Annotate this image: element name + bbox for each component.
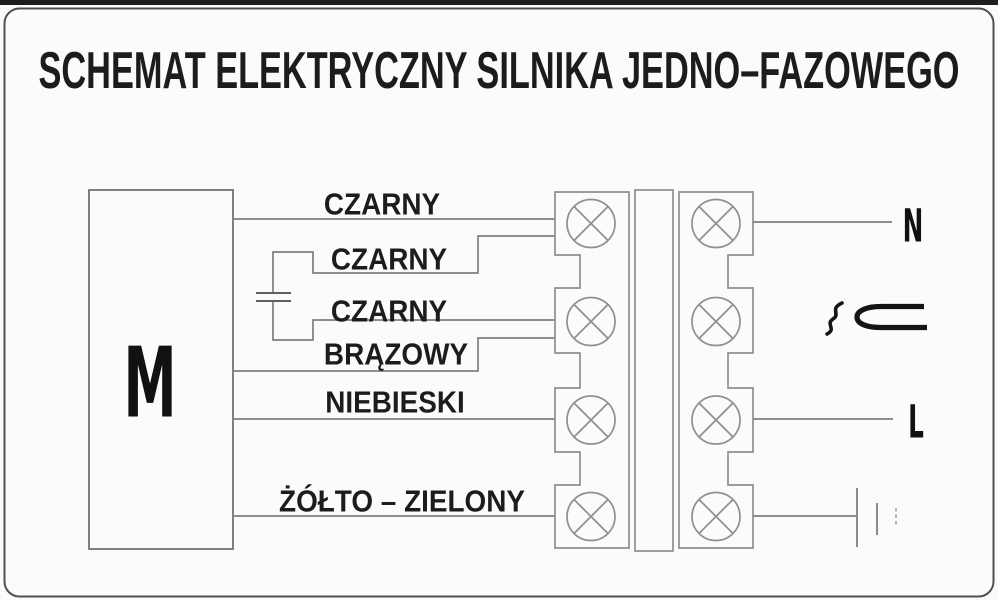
jumper-symbol: [825, 301, 927, 336]
terminal-icon: [691, 395, 741, 445]
wire-label-czarny-3: CZARNY: [330, 293, 448, 329]
terminal-comb-right: [678, 191, 754, 549]
motor-label: M: [123, 326, 177, 440]
terminal-comb-left: [554, 191, 630, 549]
wires: [233, 218, 893, 517]
terminal-icon: [566, 296, 616, 347]
terminal-icon: [691, 296, 741, 347]
terminal-icon: [566, 395, 616, 445]
wire-label-czarny-1: CZARNY: [323, 186, 441, 222]
neutral-label: N: [902, 199, 924, 253]
clamp-icon: [854, 303, 927, 331]
wave-icon: [825, 301, 844, 336]
wire-czarny-3: [272, 301, 555, 341]
line-label: L: [908, 395, 924, 449]
page-title: SCHEMAT ELEKTRYCZNY SILNIKA JEDNO–FAZOWE…: [38, 42, 960, 100]
wire-label-czarny-2: CZARNY: [330, 241, 448, 277]
capacitor-icon: [256, 292, 291, 302]
top-edge-strip: [0, 0, 998, 5]
wire-brazowy: [233, 337, 555, 372]
outer-border: [3, 7, 995, 598]
terminal-icon: [566, 198, 616, 249]
motor-box: [88, 189, 234, 550]
terminal-center-bar: [634, 189, 674, 552]
ground-icon: [856, 488, 897, 547]
terminal-icon: [566, 491, 616, 542]
wire-czarny-2: [272, 235, 555, 293]
wire-label-brazowy: BRĄZOWY: [323, 336, 469, 372]
terminal-block: [554, 189, 754, 552]
wire-label-niebieski: NIEBIESKI: [325, 384, 465, 420]
terminal-icon: [691, 198, 741, 249]
wire-label-zolto-zielony: ŻÓŁTO – ZIELONY: [279, 483, 525, 519]
terminal-icon: [691, 491, 741, 542]
